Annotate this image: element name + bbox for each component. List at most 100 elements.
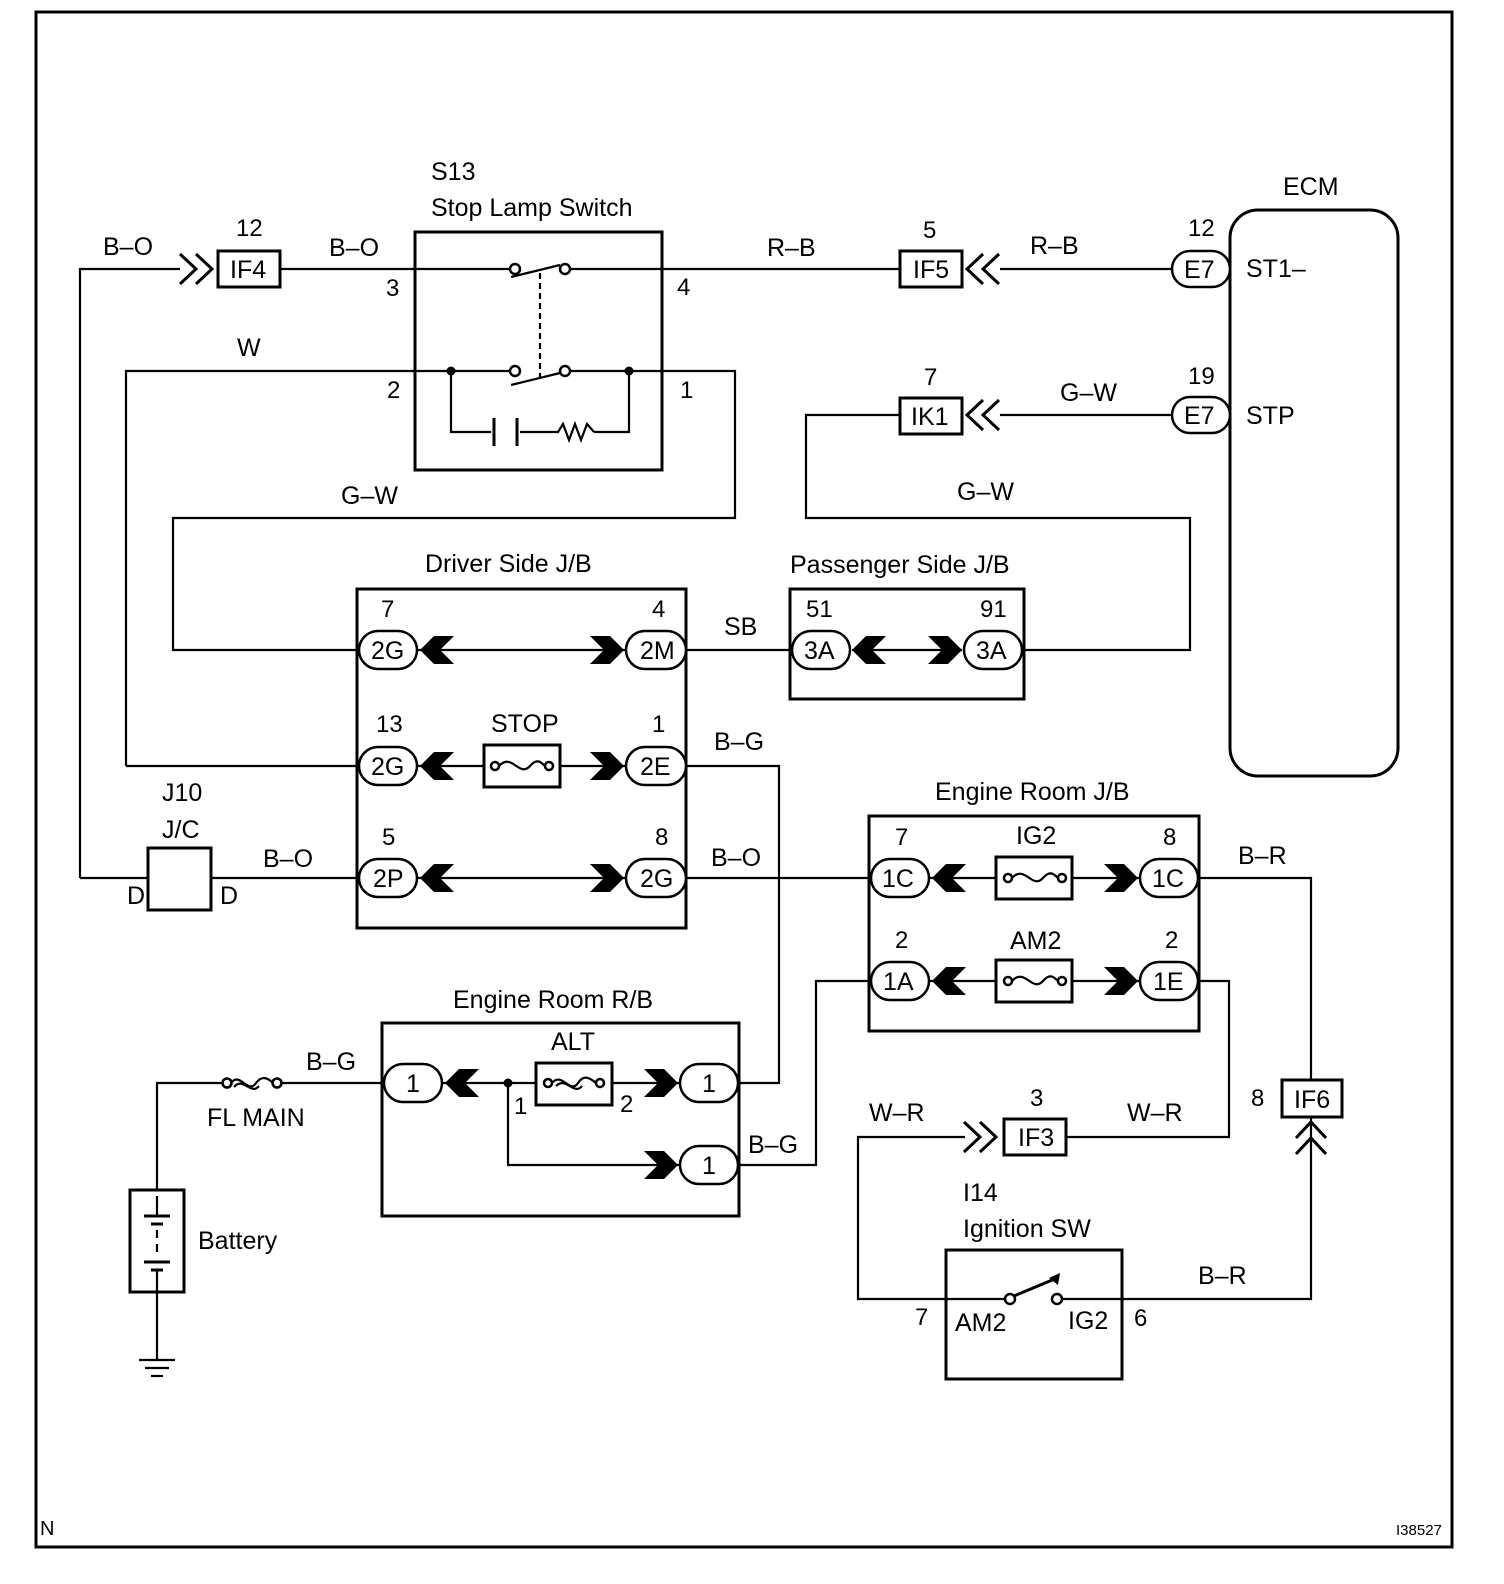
stop-lamp-switch-name: Stop Lamp Switch: [431, 194, 633, 222]
inline-connectors: 12 IF4 5 IF5 7 IK1 3 IF3 8 IF6 12 E7 19 …: [178, 215, 1344, 1157]
engine-room-rb: Engine Room R/B 1 ALT 1 2 1 1: [380, 986, 741, 1218]
passenger-side-jb: Passenger Side J/B 51 3A 91 3A: [788, 551, 1026, 701]
ecm-terminal-st1: ST1–: [1246, 255, 1306, 283]
passenger-jb-name: Passenger Side J/B: [790, 551, 1010, 579]
connector-if4-id: IF4: [230, 256, 266, 284]
chevron-right-icon: [178, 252, 215, 286]
connector-2g-7-pin: 7: [381, 596, 394, 623]
connector-1c-7-pin: 7: [895, 824, 908, 851]
connector-2e-1: [624, 745, 688, 787]
passenger-jb-body: [788, 587, 1026, 701]
connector-3a-51-id: 3A: [804, 637, 835, 665]
stop-lamp-switch-pin-2: 2: [387, 377, 400, 404]
ignition-sw-pin-7: 7: [915, 1304, 928, 1331]
connector-1c-7: [869, 857, 931, 899]
fuse-icon: [489, 760, 555, 772]
fl-main-name: FL MAIN: [207, 1104, 305, 1132]
ecm-body: [1228, 208, 1400, 778]
ig2-fuse-label: IG2: [1016, 822, 1056, 850]
connector-rb-right-top: [678, 1062, 740, 1104]
connector-e7-stp: [1170, 395, 1232, 435]
connector-3a-91-pin: 91: [980, 596, 1007, 623]
connector-1e-2-pin: 2: [1165, 927, 1178, 954]
connector-1a-2-id: 1A: [883, 968, 914, 996]
connector-if3: [1002, 1117, 1068, 1157]
connector-2e-1-pin: 1: [652, 711, 665, 738]
wire-label: SB: [724, 613, 757, 641]
ignition-sw-body: [944, 1248, 1124, 1381]
stop-lamp-switch-pin-1: 1: [680, 377, 693, 404]
connector-rb-right-bottom-id: 1: [702, 1152, 716, 1180]
connector-if6: [1280, 1078, 1344, 1119]
connector-if4-pin: 12: [236, 215, 263, 242]
connector-e7-st1: [1170, 249, 1232, 289]
stop-fuse-label: STOP: [491, 710, 559, 738]
jc-name: J/C: [162, 816, 200, 844]
wire-label: G–W: [957, 478, 1014, 506]
connector-1e-2-id: 1E: [1153, 968, 1184, 996]
corner-code: N: [40, 1518, 54, 1540]
switch-lever-icon: [1013, 1276, 1058, 1298]
connector-if6-id: IF6: [1294, 1086, 1330, 1114]
battery-name: Battery: [198, 1227, 278, 1255]
driver-jb-name: Driver Side J/B: [425, 550, 592, 578]
connector-if4: [216, 249, 282, 289]
am2-fuse-label: AM2: [1010, 927, 1061, 955]
connector-1a-2-pin: 2: [895, 927, 908, 954]
connector-rb-left-id: 1: [406, 1070, 420, 1098]
connector-1e-2: [1138, 960, 1200, 1002]
connector-2g-13: [357, 745, 419, 787]
connector-if5: [898, 249, 964, 289]
connector-2m-4: [624, 629, 688, 671]
wire-label: W: [237, 334, 261, 362]
connector-1c-8: [1138, 857, 1200, 899]
wire-label: B–G: [748, 1131, 798, 1159]
am2-fuse: [994, 958, 1074, 1004]
wire-label: B–O: [103, 233, 153, 261]
connector-if5-id: IF5: [913, 256, 949, 284]
driver-side-jb: Driver Side J/B 7 2G 4 2M 13 2G STOP 1 2…: [355, 550, 688, 930]
wire-label: R–B: [1030, 232, 1079, 260]
connector-3a-91: [962, 629, 1024, 671]
alt-fuse-pin-1: 1: [514, 1093, 527, 1120]
connector-3a-51: [790, 629, 852, 671]
alt-fuse-pin-2: 2: [620, 1091, 633, 1118]
wire-label: B–R: [1238, 842, 1287, 870]
wire-label: B–O: [329, 234, 379, 262]
connector-2g-7-id: 2G: [371, 637, 404, 665]
connector-2g-8-pin: 8: [655, 824, 668, 851]
battery: Battery: [128, 1188, 278, 1294]
alt-fuse-label: ALT: [551, 1028, 595, 1056]
wire-label: B–O: [711, 844, 761, 872]
battery-icon: [144, 1196, 170, 1292]
connector-3a-51-pin: 51: [806, 596, 833, 623]
connector-e7-stp-pin: 19: [1188, 363, 1215, 390]
wire-label: W–R: [1127, 1099, 1183, 1127]
chevron-right-icon: [962, 1120, 999, 1154]
connector-if3-id: IF3: [1018, 1124, 1054, 1152]
resistor-icon: [552, 420, 595, 444]
connector-ik1-id: IK1: [911, 403, 949, 431]
wire-color-labels: B–O B–O R–B R–B W G–W G–W G–W SB B–G B–O…: [103, 232, 1287, 1290]
connector-1a-2: [869, 960, 931, 1002]
connector-1c-7-id: 1C: [882, 865, 914, 893]
connector-2g-7: [357, 629, 419, 671]
fusible-link-icon: [542, 1076, 606, 1090]
ignition-sw-terminal-am2: AM2: [955, 1309, 1006, 1337]
alt-fuse: [534, 1061, 614, 1107]
junction-connector-j10: J10 J/C D D: [127, 779, 238, 912]
ignition-sw-terminal-ig2: IG2: [1068, 1307, 1108, 1335]
engine-room-rb-body: [380, 1021, 741, 1218]
stop-lamp-switch: S13 Stop Lamp Switch 3 4 2 1: [386, 158, 693, 472]
fuse-icon: [1002, 975, 1068, 987]
connector-2p-5-pin: 5: [382, 824, 395, 851]
engine-room-jb-body: [867, 814, 1201, 1033]
connector-2p-5: [357, 857, 419, 899]
engine-room-jb-name: Engine Room J/B: [935, 778, 1130, 806]
fusible-link-icon: [221, 1077, 283, 1090]
stop-fuse: [482, 743, 562, 789]
ignition-switch: I14 Ignition SW AM2 IG2 7 6: [915, 1179, 1147, 1381]
wires: [78, 267, 1313, 1360]
connector-e7-st1-id: E7: [1184, 256, 1215, 284]
